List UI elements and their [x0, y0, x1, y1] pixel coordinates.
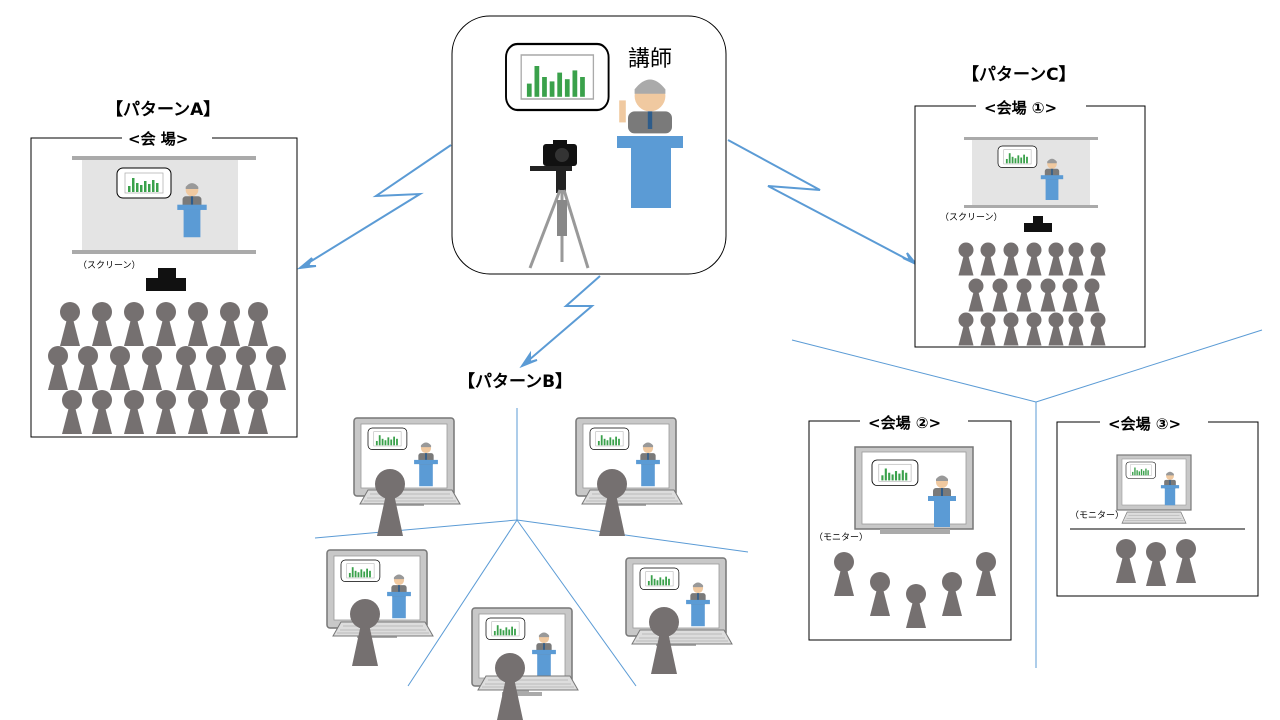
lecturer-person-icon	[619, 79, 672, 134]
transmission-arrows	[296, 139, 917, 369]
pattern-c-venue2-monitor	[854, 446, 974, 534]
pattern-c-venue1-label: <会場 ①>	[984, 99, 1057, 117]
pattern-c-venue1-projector-icon	[1024, 216, 1052, 232]
pattern-c-venue1-screen	[964, 137, 1098, 208]
pattern-c-venue3-monitor-label: （モニター）	[1070, 510, 1124, 521]
pattern-c-venue3-audience	[1116, 539, 1196, 586]
camera-tripod-icon	[528, 140, 590, 269]
arrow-to-pattern-c	[727, 139, 917, 265]
pattern-c-venue3-label: <会場 ③>	[1108, 415, 1181, 433]
pattern-c-divider-lines	[791, 329, 1263, 668]
pattern-c-venue2-label: <会場 ②>	[868, 414, 941, 432]
arrow-to-pattern-b	[521, 275, 601, 367]
lecturer-label: 講師	[628, 47, 672, 72]
pattern-c-venue1-screen-label: （スクリーン）	[940, 212, 1003, 223]
pattern-b-title: 【パターンB】	[458, 371, 572, 392]
pattern-c-venue3-monitor	[1116, 454, 1192, 524]
pattern-c-title: 【パターンC】	[962, 64, 1076, 85]
pattern-a-title: 【パターンA】	[106, 99, 220, 120]
pattern-c-venue2-monitor-label: （モニター）	[814, 532, 868, 543]
arrow-to-pattern-a	[299, 144, 452, 269]
pattern-a-venue-label: <会 場>	[128, 130, 188, 148]
pattern-a-projector-icon	[146, 268, 186, 291]
lecturer-chart-icon	[504, 42, 610, 112]
pattern-b-remote-viewers	[327, 418, 733, 720]
pattern-a-screen-label: （スクリーン）	[78, 260, 141, 271]
lecturer-podium-icon	[617, 136, 683, 208]
pattern-a-screen	[72, 156, 256, 254]
pattern-b-divider-lines	[314, 408, 749, 687]
